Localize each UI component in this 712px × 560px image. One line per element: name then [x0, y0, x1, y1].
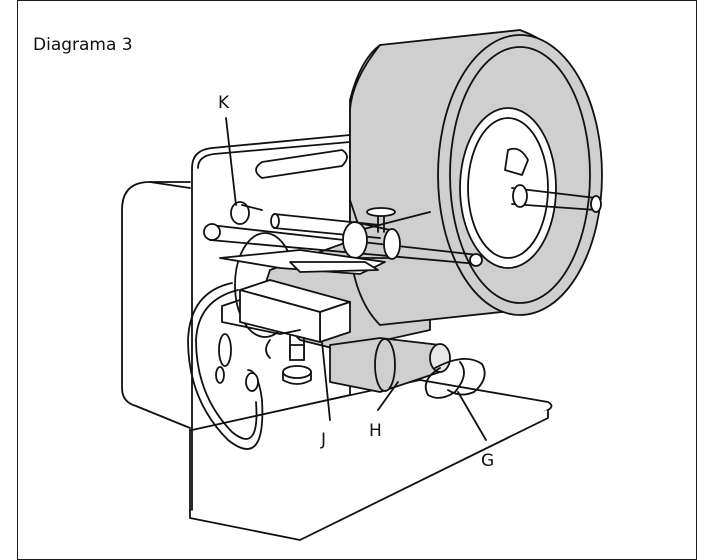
- plate-slot: [255, 149, 348, 179]
- diagram-title: Diagrama 3: [33, 35, 133, 55]
- callout-k: K: [218, 93, 230, 113]
- clip-k: [230, 201, 263, 225]
- rear-housing: [121, 181, 191, 429]
- cable-loop: [187, 282, 264, 450]
- callout-g: G: [481, 451, 494, 471]
- leader-k: [225, 117, 237, 206]
- callout-j: J: [320, 430, 326, 450]
- leader-h: [377, 381, 399, 411]
- leader-j: [321, 341, 331, 421]
- tape-dispenser-diagram: K J H G: [121, 29, 603, 541]
- block-j: [221, 279, 351, 343]
- leader-g: [457, 391, 487, 441]
- adjuster-collar: [342, 207, 401, 260]
- callout-h: H: [369, 421, 382, 441]
